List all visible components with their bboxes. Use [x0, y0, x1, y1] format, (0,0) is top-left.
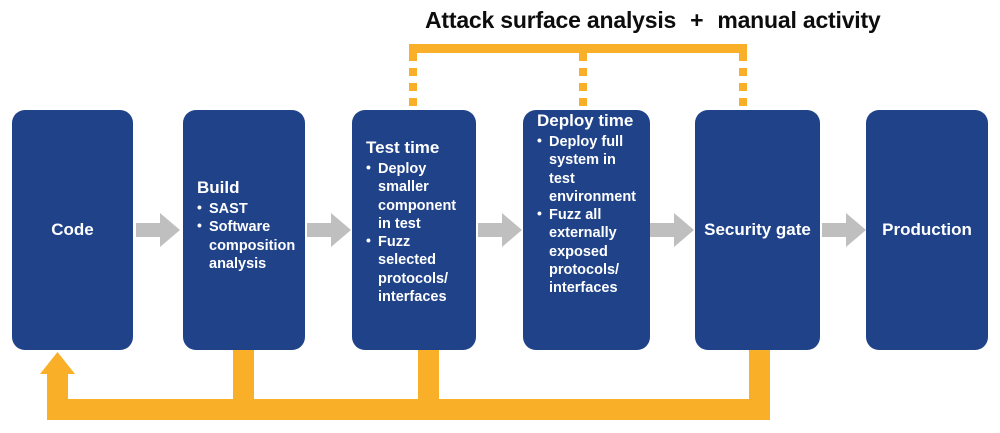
stage-title-deploy-time: Deploy time — [537, 111, 634, 130]
stage-box-deploy-time[interactable]: Deploy time Deploy full system in test e… — [523, 110, 650, 350]
stage-label-security-gate: Security gate — [704, 219, 811, 239]
stage-box-build[interactable]: Build SAST Software composition analysis — [183, 110, 305, 350]
bullet-item: SAST — [197, 199, 297, 218]
flow-arrow-icon-test-to-deploy — [478, 212, 522, 248]
flow-arrow-icon-code-to-build — [136, 212, 180, 248]
heading-right-text: manual activity — [717, 6, 881, 33]
connector-dropper-deploy-time — [579, 53, 587, 111]
connector-dropper-security-gate — [739, 53, 747, 111]
feedback-stub-build — [233, 350, 254, 402]
bullet-item: Software composition analysis — [197, 217, 297, 273]
stage-body-build: Build SAST Software composition analysis — [183, 110, 305, 273]
stage-body-deploy-time: Deploy time Deploy full system in test e… — [523, 110, 650, 297]
stage-box-code[interactable]: Code — [12, 110, 133, 350]
feedback-stub-security-gate — [749, 350, 770, 402]
stage-body-test-time: Test time Deploy smaller component in te… — [352, 110, 476, 306]
stage-box-test-time[interactable]: Test time Deploy smaller component in te… — [352, 110, 476, 350]
stage-label-production: Production — [882, 219, 972, 239]
stage-title-test-time: Test time — [366, 138, 440, 157]
bullet-item: Fuzz selected protocols/ interfaces — [366, 232, 468, 306]
stage-box-security-gate[interactable]: Security gate — [695, 110, 820, 350]
feedback-stub-test-time — [418, 350, 439, 402]
heading-left-text: Attack surface analysis — [425, 6, 677, 33]
feedback-loop-bar — [47, 399, 770, 420]
stage-bullets-test-time: Deploy smaller component in test Fuzz se… — [366, 159, 468, 306]
bullet-item: Fuzz all externally exposed protocols/ i… — [537, 205, 642, 297]
diagram-heading: Attack surface analysis + manual activit… — [425, 4, 995, 36]
heading-plus-symbol: + — [690, 6, 704, 33]
attack-surface-connector-bar — [409, 44, 747, 53]
stage-bullets-build: SAST Software composition analysis — [197, 199, 297, 273]
flow-arrow-icon-gate-to-production — [822, 212, 866, 248]
feedback-loop-arrowhead-icon — [40, 352, 75, 378]
bullet-item: Deploy full system in test environment — [537, 132, 642, 206]
feedback-loop-riser — [47, 374, 68, 402]
stage-box-production[interactable]: Production — [866, 110, 988, 350]
stage-title-build: Build — [197, 178, 240, 197]
bullet-item: Deploy smaller component in test — [366, 159, 468, 233]
stage-bullets-deploy-time: Deploy full system in test environment F… — [537, 132, 642, 297]
flow-arrow-icon-deploy-to-gate — [650, 212, 694, 248]
connector-dropper-test-time — [409, 53, 417, 111]
stage-label-code: Code — [51, 219, 94, 239]
flow-arrow-icon-build-to-test — [307, 212, 351, 248]
